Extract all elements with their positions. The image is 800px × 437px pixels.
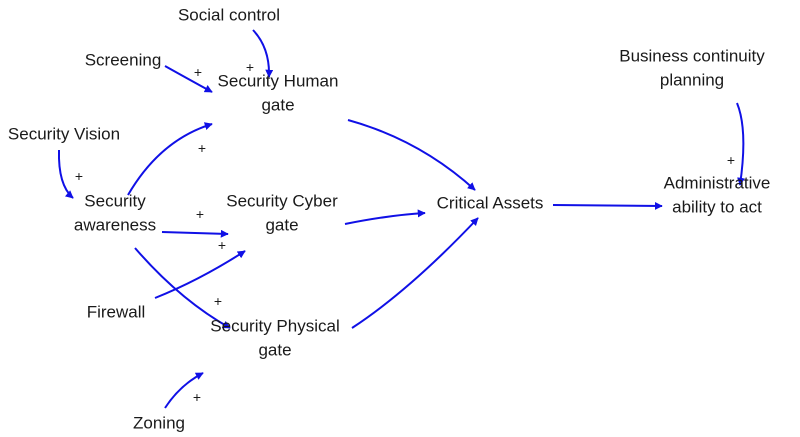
polarity-sign: + — [214, 293, 222, 309]
link-security-awareness-to-security-human-gate — [127, 122, 213, 196]
node-label-line: Security Vision — [8, 124, 120, 143]
node-label-line: awareness — [74, 215, 156, 234]
node-social-control: Social control — [178, 5, 280, 24]
polarity-sign: + — [193, 389, 201, 405]
node-label-line: Security Physical — [210, 316, 339, 335]
node-security-vision: Security Vision — [8, 124, 120, 143]
link-security-physical-gate-to-critical-assets — [351, 217, 479, 329]
link-security-cyber-gate-to-critical-assets — [344, 209, 426, 225]
node-security-awareness: Security awareness — [74, 191, 156, 234]
node-label-line: gate — [261, 95, 294, 114]
node-security-cyber-gate: Security Cyber gate — [226, 191, 338, 234]
node-security-human-gate: Security Human gate — [218, 71, 339, 114]
link-security-human-gate-to-critical-assets — [347, 119, 476, 191]
link-security-awareness-to-security-physical-gate — [134, 247, 231, 329]
node-label-line: Security Cyber — [226, 191, 338, 210]
node-label-line: Screening — [85, 50, 162, 69]
node-label-line: ability to act — [672, 197, 762, 216]
node-label-line: planning — [660, 70, 724, 89]
node-label-line: Firewall — [87, 302, 146, 321]
node-business-continuity-planning: Business continuity planning — [619, 46, 765, 89]
link-business-continuity-planning-to-administrative-ability — [736, 102, 745, 186]
node-label-line: Security Human — [218, 71, 339, 90]
node-security-physical-gate: Security Physical gate — [210, 316, 339, 359]
link-zoning-to-security-physical-gate — [164, 372, 204, 409]
link-security-vision-to-security-awareness — [57, 149, 74, 199]
node-label-line: gate — [265, 215, 298, 234]
node-label-line: Social control — [178, 5, 280, 24]
polarity-sign: + — [727, 152, 735, 168]
link-firewall-to-security-cyber-gate — [154, 250, 246, 299]
polarity-sign: + — [75, 168, 83, 184]
signs-layer: + + + + + + + + + — [75, 59, 735, 405]
link-critical-assets-to-administrative-ability — [552, 201, 663, 210]
node-label-line: Critical Assets — [437, 193, 544, 212]
polarity-sign: + — [198, 140, 206, 156]
node-screening: Screening — [85, 50, 162, 69]
node-zoning: Zoning — [133, 413, 185, 432]
link-security-awareness-to-security-cyber-gate — [161, 229, 229, 238]
node-administrative-ability: Administrative ability to act — [664, 173, 771, 216]
links-layer — [57, 29, 745, 409]
node-label-line: gate — [258, 340, 291, 359]
node-critical-assets: Critical Assets — [437, 193, 544, 212]
polarity-sign: + — [196, 206, 204, 222]
node-label-line: Administrative — [664, 173, 771, 192]
link-screening-to-security-human-gate — [164, 65, 213, 93]
node-label-line: Business continuity — [619, 46, 765, 65]
node-label-line: Security — [84, 191, 146, 210]
link-social-control-to-security-human-gate — [252, 29, 274, 78]
polarity-sign: + — [218, 237, 226, 253]
node-firewall: Firewall — [87, 302, 146, 321]
polarity-sign: + — [246, 59, 254, 75]
node-label-line: Zoning — [133, 413, 185, 432]
polarity-sign: + — [194, 64, 202, 80]
